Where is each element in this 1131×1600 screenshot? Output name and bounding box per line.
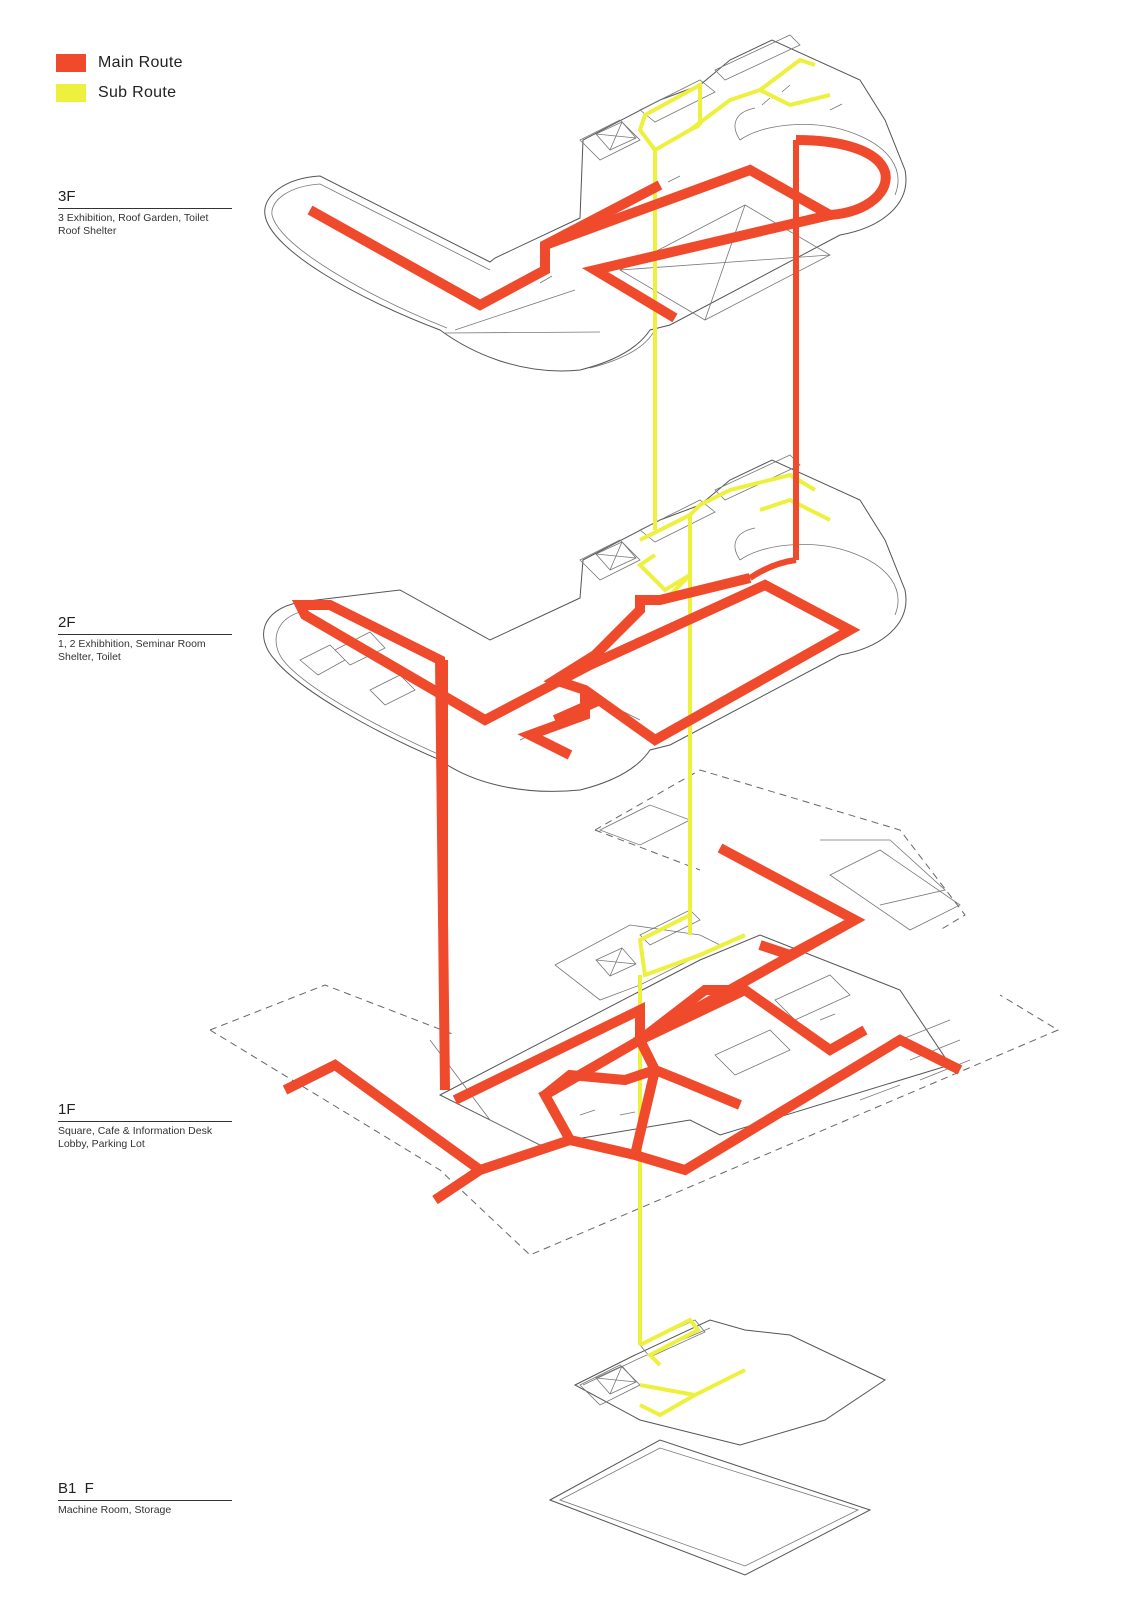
sub-route-2f [636,472,831,602]
legend-item-sub-route: Sub Route [56,78,183,108]
floor-label-2f: 2F 1, 2 Exhibhition, Seminar Room Shelte… [58,614,232,664]
floor-desc-line: Shelter, Toilet [58,651,121,663]
main-route-2f-lower [517,690,603,760]
floor-description: 1, 2 Exhibhition, Seminar Room Shelter, … [58,638,232,664]
plan-2f-outline [263,454,907,792]
floor-description: Machine Room, Storage [58,1504,232,1517]
main-route-swatch [56,54,86,72]
main-route-3f-curve [795,135,891,220]
floor-description: 3 Exhibition, Roof Garden, Toilet Roof S… [58,212,232,238]
legend-label-main: Main Route [98,54,183,71]
main-route-2f-curve [748,557,797,581]
floor-description: Square, Cafe & Information Desk Lobby, P… [58,1125,232,1151]
main-route-3f-center [543,164,844,323]
legend: Main Route Sub Route [56,48,183,108]
sub-route-swatch [56,84,86,102]
floor-desc-line: 3 Exhibition, Roof Garden, Toilet [58,212,209,224]
main-route-1f-left [282,1002,645,1205]
main-route-2f [291,573,861,1091]
floor-desc-line: 1, 2 Exhibhition, Seminar Room [58,638,206,650]
floor-name: 1F [58,1101,232,1122]
plan-3f-outline [264,34,907,372]
floor-desc-line: Lobby, Parking Lot [58,1138,145,1150]
plan-b1f-outline [548,1319,887,1576]
floor-name: 3F [58,188,232,209]
floor-desc-line: Square, Cafe & Information Desk [58,1125,213,1137]
main-route-3f-left [307,180,663,311]
sub-route-3f [637,57,831,175]
floor-label-1f: 1F Square, Cafe & Information Desk Lobby… [58,1101,232,1151]
floor-desc-line: Machine Room, Storage [58,1504,172,1516]
main-route [282,135,963,1205]
floor-name: B1 F [58,1480,232,1501]
main-route-1f-upper [637,843,866,1045]
legend-label-sub: Sub Route [98,84,177,101]
floor-name: 2F [58,614,232,635]
main-route-1f-center [541,984,963,1176]
floor-desc-line: Roof Shelter [58,225,117,237]
floor-label-3f: 3F 3 Exhibition, Roof Garden, Toilet Roo… [58,188,232,238]
sub-route-1f [637,911,746,978]
legend-item-main-route: Main Route [56,48,183,78]
sub-route-b1f [639,1317,746,1418]
floor-label-b1f: B1 F Machine Room, Storage [58,1480,232,1517]
